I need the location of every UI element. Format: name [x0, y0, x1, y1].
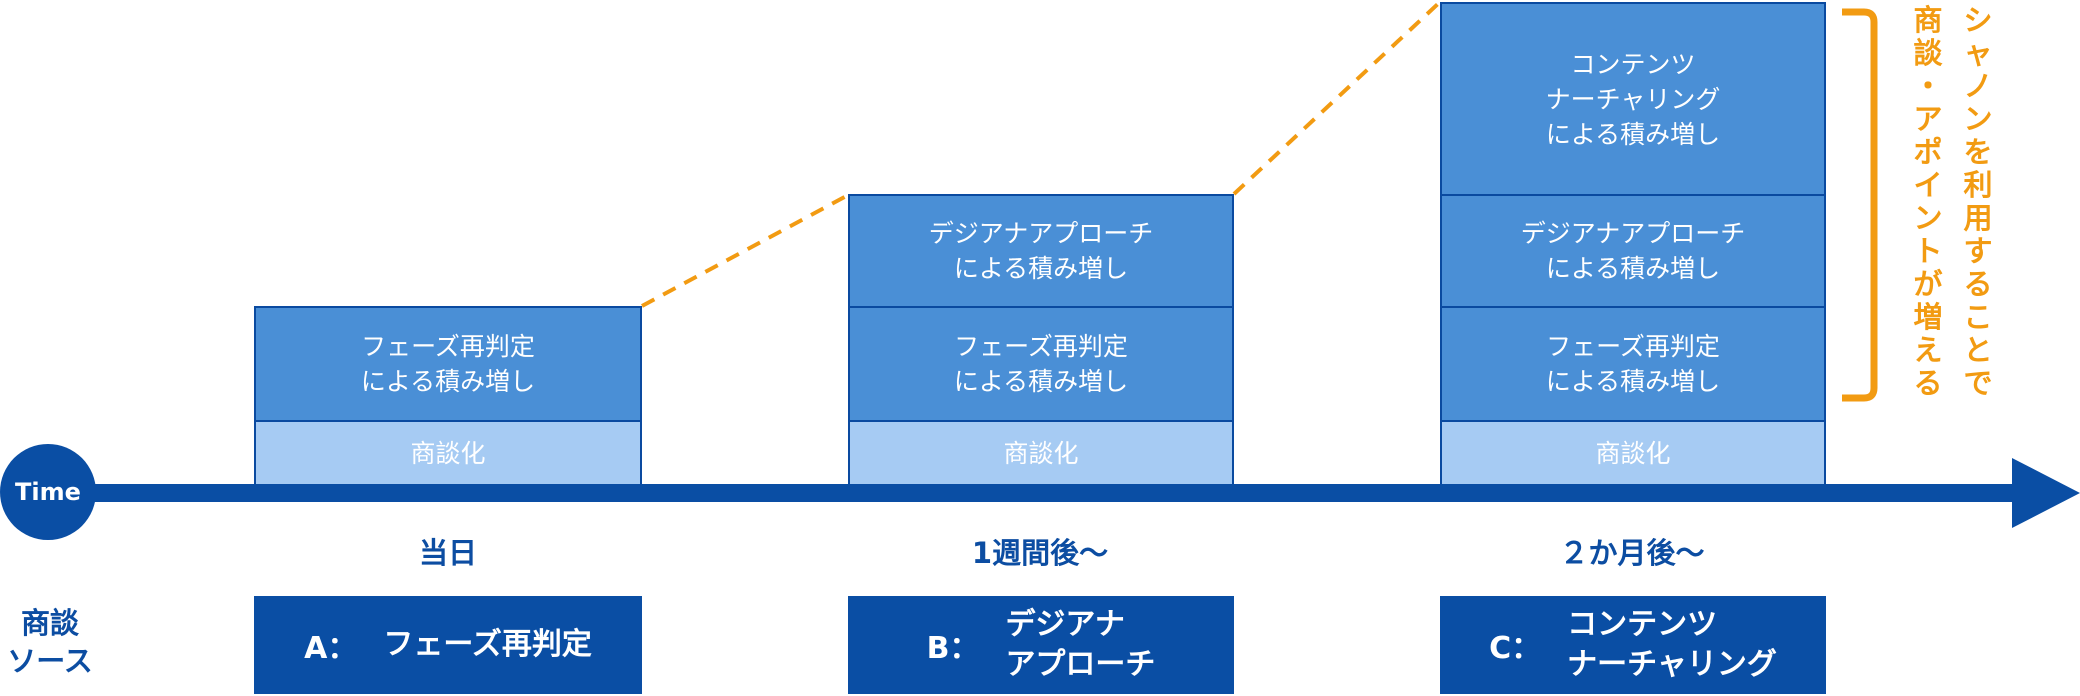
- bar-segment-deal: 商談化: [1440, 420, 1826, 486]
- bar-segment-phase-rejudge: フェーズ再判定 による積み増し: [254, 306, 642, 422]
- time-axis-line: [60, 484, 2020, 502]
- source-key: A：: [304, 631, 358, 666]
- source-name: コンテンツ ナーチャリング: [1567, 607, 1777, 682]
- time-axis-badge: Time: [0, 444, 96, 540]
- bracket-icon: [1842, 8, 1878, 402]
- arrow-right-icon: [2012, 458, 2080, 528]
- source-key: C：: [1489, 631, 1542, 666]
- annotation-col-1: シャノンを利用することで: [1963, 3, 1993, 400]
- source-box-a: A： フェーズ再判定: [254, 596, 642, 694]
- source-name: デジアナ アプローチ: [1005, 607, 1156, 682]
- bar-segment-phase-rejudge: フェーズ再判定 による積み増し: [1440, 306, 1826, 422]
- source-key: B：: [926, 631, 980, 666]
- when-label-today: 当日: [418, 536, 477, 570]
- when-label-two-months: ２か月後〜: [1559, 536, 1705, 570]
- annotation-col-2: 商談・アポイントが増える: [1913, 3, 1943, 400]
- source-name: フェーズ再判定: [383, 627, 592, 662]
- time-axis-label: Time: [15, 478, 81, 506]
- annotation: シャノンを利用することで 商談・アポイントが増える: [1905, 4, 2005, 404]
- bar-segment-deal: 商談化: [848, 420, 1234, 486]
- when-label-one-week: 1週間後〜: [971, 536, 1109, 570]
- bar-segment-deal: 商談化: [254, 420, 642, 486]
- bar-segment-content-nurturing: コンテンツ ナーチャリング による積み増し: [1440, 2, 1826, 196]
- bar-segment-digiana: デジアナアプローチ による積み増し: [848, 194, 1234, 308]
- bar-segment-phase-rejudge: フェーズ再判定 による積み増し: [848, 306, 1234, 422]
- source-box-c: C： コンテンツ ナーチャリング: [1440, 596, 1826, 694]
- source-box-b: B： デジアナ アプローチ: [848, 596, 1234, 694]
- source-heading: 商談 ソース: [7, 606, 93, 678]
- bar-segment-digiana: デジアナアプローチ による積み増し: [1440, 194, 1826, 308]
